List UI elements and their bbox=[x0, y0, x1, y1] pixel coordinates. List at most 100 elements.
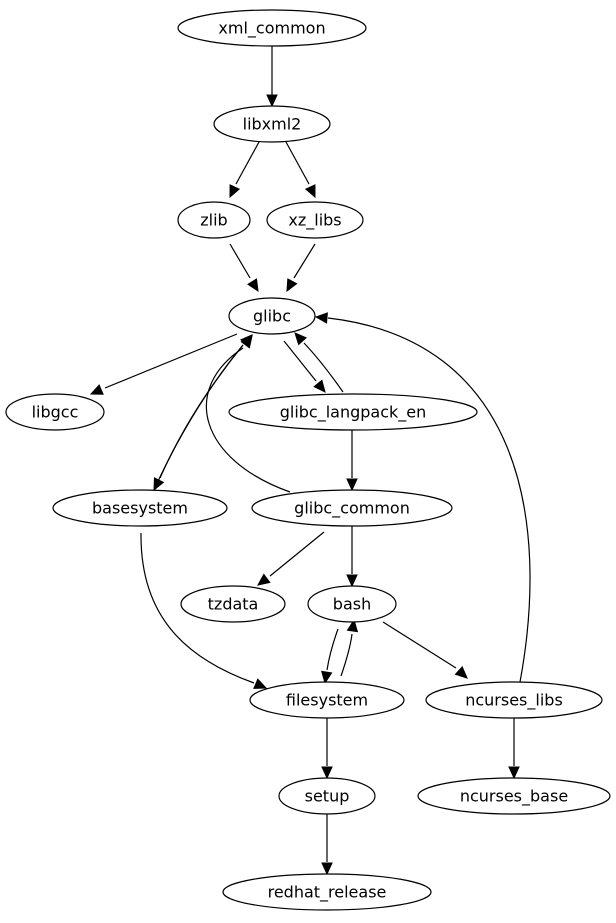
edge-glibc-to-libgcc bbox=[89, 333, 238, 395]
node-xml-common: xml_common bbox=[177, 9, 367, 47]
node-setup: setup bbox=[278, 777, 376, 815]
node-ellipse bbox=[177, 9, 367, 47]
arrowhead-icon bbox=[247, 278, 259, 293]
edge-xml_common-to-libxml2 bbox=[266, 46, 278, 108]
edge-line bbox=[327, 317, 531, 683]
edge-filesystem-to-bash bbox=[340, 618, 359, 677]
edges-layer bbox=[89, 46, 531, 876]
edge-glibc_common-to-tzdata bbox=[257, 531, 325, 586]
node-label: glibc bbox=[253, 307, 291, 326]
node-label: libxml2 bbox=[243, 115, 302, 134]
node-ellipse bbox=[417, 777, 611, 815]
node-glibc-langpack-en: glibc_langpack_en bbox=[228, 393, 478, 431]
edge-line bbox=[340, 633, 353, 677]
node-ellipse bbox=[222, 873, 432, 911]
edge-ncurses_libs-to-ncurses_base bbox=[508, 718, 520, 780]
edge-line bbox=[104, 333, 238, 389]
node-zlib: zlib bbox=[177, 201, 251, 239]
edge-bash-to-filesystem bbox=[321, 628, 339, 685]
edge-bash-to-ncurses_libs bbox=[382, 621, 468, 679]
node-label: glibc_common bbox=[294, 499, 410, 519]
node-label: ncurses_base bbox=[460, 787, 568, 807]
edge-line bbox=[235, 141, 260, 185]
node-bash: bash bbox=[307, 585, 397, 623]
edge-line bbox=[229, 243, 251, 279]
edge-line bbox=[285, 141, 310, 185]
node-libxml2: libxml2 bbox=[213, 105, 331, 143]
node-label: libgcc bbox=[32, 403, 79, 422]
edge-line bbox=[382, 621, 457, 669]
node-ellipse bbox=[228, 297, 316, 335]
edge-xz_libs-to-glibc bbox=[286, 243, 316, 293]
arrowhead-icon bbox=[240, 335, 253, 349]
arrowhead-icon bbox=[304, 184, 316, 199]
node-ellipse bbox=[278, 777, 376, 815]
edge-libxml2-to-zlib bbox=[229, 141, 260, 199]
edge-glibc_langpack_en-to-glibc bbox=[294, 332, 344, 393]
arrowhead-icon bbox=[346, 618, 359, 633]
arrowhead-icon bbox=[294, 332, 307, 346]
arrowhead-icon bbox=[321, 766, 333, 780]
edge-line bbox=[269, 531, 325, 577]
edge-glibc-to-glibc_langpack_en bbox=[283, 340, 326, 393]
edge-glibc_langpack_en-to-glibc_common bbox=[346, 430, 358, 492]
node-libgcc: libgcc bbox=[5, 393, 105, 431]
arrowhead-icon bbox=[229, 184, 241, 199]
edge-glibc-to-basesystem bbox=[153, 344, 244, 492]
node-ellipse bbox=[180, 585, 286, 623]
node-ellipse bbox=[5, 393, 105, 431]
node-label: tzdata bbox=[208, 595, 259, 614]
arrowhead-icon bbox=[454, 665, 468, 679]
node-ellipse bbox=[249, 681, 405, 719]
arrowhead-icon bbox=[321, 862, 333, 876]
node-label: ncurses_libs bbox=[465, 691, 563, 711]
node-basesystem: basesystem bbox=[52, 489, 228, 527]
node-ellipse bbox=[228, 393, 478, 431]
edge-libxml2-to-xz_libs bbox=[285, 141, 316, 199]
arrowhead-icon bbox=[508, 766, 520, 780]
arrowhead-icon bbox=[346, 478, 358, 492]
node-label: setup bbox=[305, 787, 350, 806]
arrowhead-icon bbox=[253, 678, 268, 689]
node-label: basesystem bbox=[92, 499, 188, 518]
node-label: glibc_langpack_en bbox=[280, 403, 427, 423]
edge-line bbox=[205, 347, 291, 493]
edge-line bbox=[303, 342, 344, 393]
edge-glibc_common-to-bash bbox=[346, 526, 358, 588]
node-glibc: glibc bbox=[228, 297, 316, 335]
node-ellipse bbox=[425, 681, 603, 719]
node-ellipse bbox=[213, 105, 331, 143]
edge-line bbox=[283, 340, 317, 382]
node-label: xml_common bbox=[218, 19, 325, 39]
node-ellipse bbox=[251, 489, 453, 527]
node-label: xz_libs bbox=[288, 211, 341, 231]
edge-ncurses_libs-to-glibc bbox=[314, 312, 531, 683]
node-label: zlib bbox=[200, 211, 227, 230]
arrowhead-icon bbox=[286, 278, 298, 293]
edge-glibc_common-to-glibc bbox=[205, 335, 291, 493]
arrowhead-icon bbox=[266, 94, 278, 108]
arrowhead-icon bbox=[346, 574, 358, 588]
node-label: redhat_release bbox=[268, 883, 387, 903]
arrowhead-icon bbox=[257, 573, 271, 586]
edge-basesystem-to-filesystem bbox=[140, 532, 268, 689]
node-tzdata: tzdata bbox=[180, 585, 286, 623]
node-redhat-release: redhat_release bbox=[222, 873, 432, 911]
node-ellipse bbox=[266, 201, 364, 239]
node-xz-libs: xz_libs bbox=[266, 201, 364, 239]
edge-line bbox=[293, 243, 316, 279]
node-label: bash bbox=[333, 595, 371, 614]
node-glibc-common: glibc_common bbox=[251, 489, 453, 527]
node-filesystem: filesystem bbox=[249, 681, 405, 719]
arrowhead-icon bbox=[89, 384, 104, 395]
edge-line bbox=[140, 532, 255, 684]
arrowhead-icon bbox=[314, 312, 328, 324]
edge-zlib-to-glibc bbox=[229, 243, 259, 293]
node-ellipse bbox=[307, 585, 397, 623]
node-ncurses-libs: ncurses_libs bbox=[425, 681, 603, 719]
node-label: filesystem bbox=[286, 691, 368, 710]
edge-line bbox=[326, 628, 339, 671]
arrowhead-icon bbox=[313, 379, 326, 393]
